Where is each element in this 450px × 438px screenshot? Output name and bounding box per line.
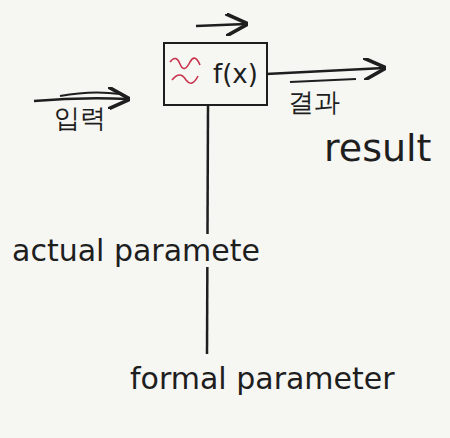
leader-line	[207, 106, 208, 354]
handwritten-label: formal parameter	[128, 362, 397, 395]
input-arrow	[34, 98, 128, 101]
handwritten-label: 결과	[286, 88, 342, 117]
input-arrow-stroke	[60, 92, 120, 96]
handwritten-label: 입력	[52, 104, 108, 133]
handwritten-label: actual paramete	[10, 234, 262, 267]
function-box: f(x)	[163, 42, 268, 106]
vector-arrow	[196, 24, 246, 26]
output-arrow	[266, 68, 384, 74]
red-scribble	[170, 58, 200, 83]
function-label: f(x)	[213, 60, 258, 89]
output-arrow-stroke	[290, 79, 356, 82]
handwritten-label: result	[322, 128, 434, 170]
